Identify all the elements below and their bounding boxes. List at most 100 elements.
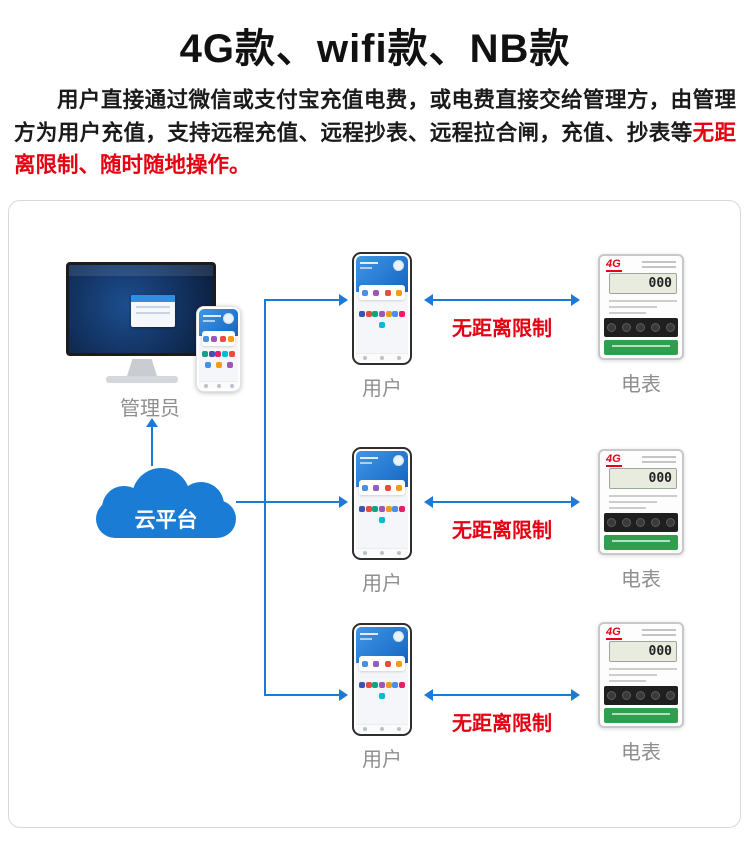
terminal-screw bbox=[666, 691, 676, 700]
nav-icon bbox=[379, 726, 384, 731]
app-icon bbox=[398, 505, 405, 512]
user-label-2: 用户 bbox=[362, 573, 402, 595]
phone-navbar bbox=[356, 724, 408, 732]
nav-icon bbox=[397, 550, 402, 555]
monitor-menubar bbox=[69, 265, 213, 276]
app-icon bbox=[202, 350, 209, 357]
monitor-screen bbox=[66, 262, 216, 356]
terminal-screw bbox=[621, 691, 631, 700]
nav-icon bbox=[229, 383, 234, 388]
app-icon bbox=[365, 505, 372, 512]
app-icon bbox=[361, 289, 368, 296]
terminal-screw bbox=[606, 323, 616, 332]
nav-icon bbox=[362, 355, 367, 360]
app-icon bbox=[204, 361, 211, 368]
app-icon bbox=[398, 681, 405, 688]
app-icon bbox=[228, 350, 235, 357]
arrow-cloud-to-admin bbox=[146, 418, 158, 466]
terminal-screw bbox=[621, 518, 631, 527]
app-grid bbox=[359, 681, 405, 699]
meter-lcd-display: 000 bbox=[609, 641, 677, 662]
app-icon bbox=[222, 350, 229, 357]
header-text-line bbox=[203, 315, 221, 317]
phone-navbar bbox=[356, 353, 408, 361]
intro-text: 用户直接通过微信或支付宝充值电费，或电费直接交给管理方，由管理方为用户充值，支持… bbox=[14, 88, 736, 145]
app-icon bbox=[365, 681, 372, 688]
app-icon bbox=[379, 516, 385, 523]
app-icon bbox=[392, 681, 399, 688]
terminal-screw bbox=[621, 323, 631, 332]
avatar-icon bbox=[393, 260, 404, 271]
link-label-3: 无距离限制 bbox=[452, 713, 552, 735]
app-icon bbox=[392, 505, 399, 512]
user-phone-1 bbox=[352, 252, 412, 365]
terminal-screw bbox=[606, 518, 616, 527]
nav-icon bbox=[379, 550, 384, 555]
window-field bbox=[136, 312, 170, 314]
admin-phone bbox=[196, 306, 241, 392]
meter-pcb-strip bbox=[604, 535, 678, 550]
app-icon bbox=[385, 505, 392, 512]
app-icon bbox=[396, 660, 403, 667]
meter-terminal-strip bbox=[604, 513, 678, 532]
terminal-screw bbox=[651, 518, 661, 527]
app-icon bbox=[378, 681, 385, 688]
double-arrow-3 bbox=[424, 689, 580, 701]
meter-pcb-strip bbox=[604, 708, 678, 723]
meter-spec-text bbox=[609, 300, 677, 318]
meter-1: 4G 000 bbox=[598, 254, 684, 360]
double-arrow-2 bbox=[424, 496, 580, 508]
app-icon bbox=[372, 310, 379, 317]
quick-actions-card bbox=[359, 656, 405, 672]
app-icon bbox=[378, 505, 385, 512]
app-icon bbox=[392, 310, 399, 317]
app-icon bbox=[219, 335, 226, 342]
meter-4g-badge: 4G bbox=[606, 453, 622, 467]
app-icon bbox=[365, 310, 372, 317]
arrow-to-user-3 bbox=[264, 689, 348, 701]
header-text-line bbox=[360, 267, 372, 269]
app-icon bbox=[211, 335, 218, 342]
meter-label-3: 电表 bbox=[621, 742, 661, 764]
app-icon bbox=[372, 681, 379, 688]
monitor-stand bbox=[127, 359, 157, 376]
app-grid bbox=[359, 310, 405, 328]
terminal-screw bbox=[666, 323, 676, 332]
terminal-screw bbox=[651, 691, 661, 700]
app-icon bbox=[359, 505, 366, 512]
app-icon bbox=[361, 660, 368, 667]
meter-spec-text bbox=[609, 495, 677, 513]
quick-actions-card bbox=[359, 285, 405, 301]
nav-icon bbox=[203, 383, 208, 388]
meter-spec-text bbox=[609, 668, 677, 686]
app-icon bbox=[385, 310, 392, 317]
app-icon bbox=[396, 289, 403, 296]
quick-actions-card bbox=[202, 331, 235, 347]
arrow-to-user-2 bbox=[264, 496, 348, 508]
nav-icon bbox=[362, 726, 367, 731]
app-icon bbox=[378, 310, 385, 317]
link-label-2: 无距离限制 bbox=[452, 520, 552, 542]
terminal-screw bbox=[636, 323, 646, 332]
nav-icon bbox=[397, 726, 402, 731]
meter-label-2: 电表 bbox=[621, 569, 661, 591]
meter-lcd-display: 000 bbox=[609, 273, 677, 294]
app-icon bbox=[208, 350, 215, 357]
nav-icon bbox=[379, 355, 384, 360]
meter-terminal-strip bbox=[604, 318, 678, 337]
arrow-to-user-1 bbox=[264, 294, 348, 306]
link-label-1: 无距离限制 bbox=[452, 318, 552, 340]
monitor-base bbox=[106, 376, 178, 383]
terminal-screw bbox=[606, 691, 616, 700]
app-icon bbox=[398, 310, 405, 317]
user-phone-screen bbox=[356, 256, 408, 361]
window-titlebar bbox=[131, 295, 175, 302]
avatar-icon bbox=[223, 313, 234, 324]
user-phone-3 bbox=[352, 623, 412, 736]
avatar-icon bbox=[393, 631, 404, 642]
nav-icon bbox=[216, 383, 221, 388]
meter-4g-badge: 4G bbox=[606, 258, 622, 272]
app-icon bbox=[215, 361, 222, 368]
meter-label-1: 电表 bbox=[621, 374, 661, 396]
app-grid bbox=[359, 505, 405, 523]
